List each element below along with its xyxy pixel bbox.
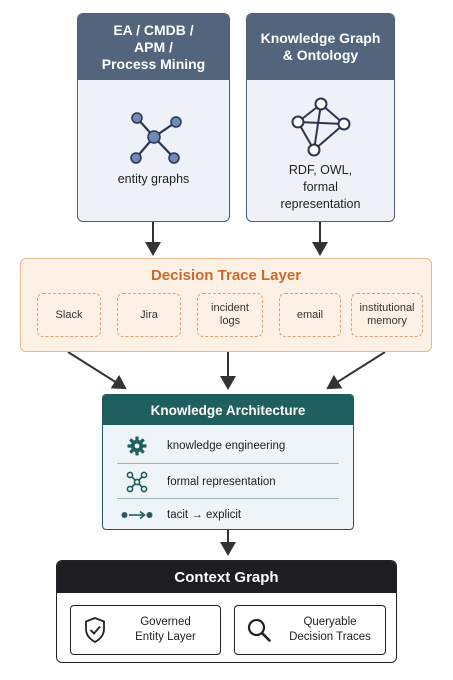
gear-icon <box>117 436 157 456</box>
arrow-transform-icon <box>117 509 157 521</box>
trace-source-slack: Slack <box>37 293 101 337</box>
source-card-caption: entity graphs <box>117 172 190 186</box>
knowledge-architecture-panel: Knowledge Architecture knowledge enginee… <box>102 394 354 530</box>
context-graph-panel: Context Graph Governed Entity Layer Quer… <box>56 560 397 663</box>
source-card-title: EA / CMDB / APM / Process Mining <box>78 14 229 80</box>
arrow-trace-to-ka-right <box>326 351 386 390</box>
source-card-ea-cmdb: EA / CMDB / APM / Process Mining entity … <box>77 13 230 222</box>
source-card-caption: RDF, OWL, formal representation <box>280 163 361 211</box>
context-item-governed-entity-layer: Governed Entity Layer <box>70 605 221 655</box>
network-icon <box>117 471 157 493</box>
ka-item-label: formal representation <box>167 476 276 488</box>
ka-item-label: knowledge engineering <box>167 440 286 452</box>
network-hub-icon <box>78 106 229 166</box>
shield-check-icon <box>71 616 119 644</box>
context-item-label: Governed Entity Layer <box>135 616 196 643</box>
ka-item-knowledge-engineering: knowledge engineering <box>117 429 339 463</box>
context-item-queryable-decision-traces: Queryable Decision Traces <box>234 605 386 655</box>
ka-item-tacit-explicit: tacit → explicit <box>117 498 339 529</box>
source-card-title: Knowledge Graph & Ontology <box>247 14 394 80</box>
graph-nodes-icon <box>247 96 394 158</box>
context-graph-title: Context Graph <box>57 561 396 593</box>
arrow-trace-to-ka-left <box>67 351 127 390</box>
source-card-knowledge-graph: Knowledge Graph & Ontology RDF, OWL, for… <box>246 13 395 222</box>
context-item-label: Queryable Decision Traces <box>289 616 371 643</box>
decision-trace-title: Decision Trace Layer <box>150 267 302 284</box>
trace-source-incident-logs: incident logs <box>197 293 263 337</box>
trace-source-email: email <box>279 293 341 337</box>
decision-trace-layer: Decision Trace Layer Slack Jira incident… <box>20 258 432 352</box>
ka-item-label: tacit → explicit <box>167 509 242 521</box>
trace-source-institutional-memory: institutional memory <box>351 293 423 337</box>
trace-source-jira: Jira <box>117 293 181 337</box>
ka-item-formal-representation: formal representation <box>117 465 339 499</box>
knowledge-architecture-title: Knowledge Architecture <box>103 395 353 425</box>
divider <box>117 498 339 499</box>
search-icon <box>235 617 283 643</box>
divider <box>117 463 339 464</box>
